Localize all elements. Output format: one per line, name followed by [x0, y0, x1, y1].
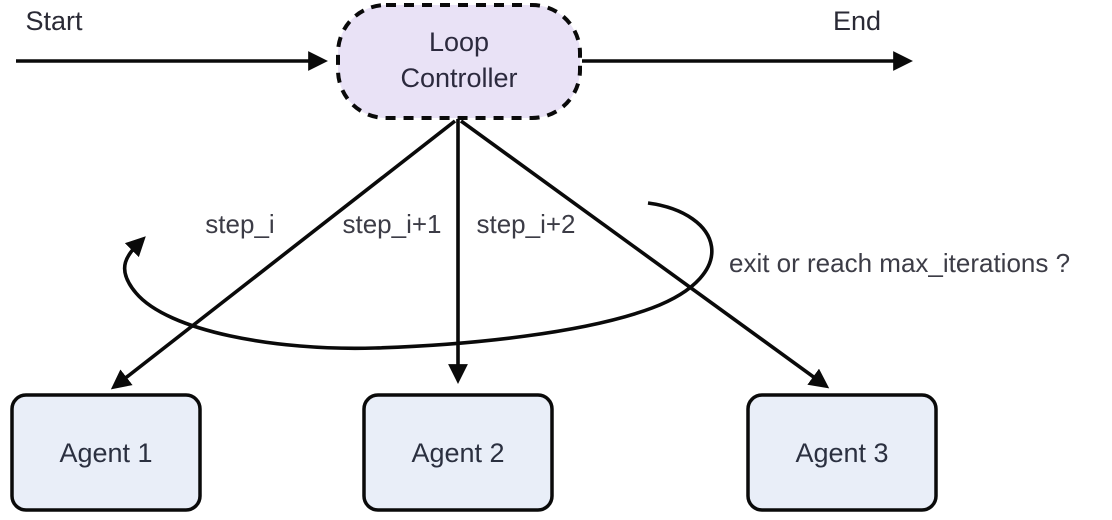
agent3-box: [746, 393, 938, 512]
agent3-label: Agent 3: [795, 438, 888, 468]
agent2-label: Agent 2: [411, 438, 504, 468]
edge-to-agent1: [110, 119, 457, 390]
loop-cycle-arrow: [122, 201, 714, 351]
loop-condition-label: exit or reach max_iterations ?: [729, 248, 1070, 278]
agent1-label: Agent 1: [59, 438, 152, 468]
loop-controller-label-line1: Loop: [429, 27, 489, 57]
agent3-node: Agent 3: [746, 393, 938, 512]
agent1-node: Agent 1: [10, 393, 202, 512]
agent2-node: Agent 2: [362, 393, 554, 512]
edge-label-step-i-plus-2: step_i+2: [476, 209, 575, 239]
edge-label-step-i: step_i: [205, 209, 274, 239]
loop-controller-node: [336, 3, 582, 120]
edge-to-agent3: [459, 119, 830, 389]
edge-label-step-i-plus-1: step_i+1: [342, 209, 441, 239]
start-label: Start: [25, 6, 83, 36]
loop-controller-label-line2: Controller: [400, 63, 517, 93]
agent1-box: [10, 393, 202, 512]
end-label: End: [833, 6, 881, 36]
agent2-box: [362, 393, 554, 512]
